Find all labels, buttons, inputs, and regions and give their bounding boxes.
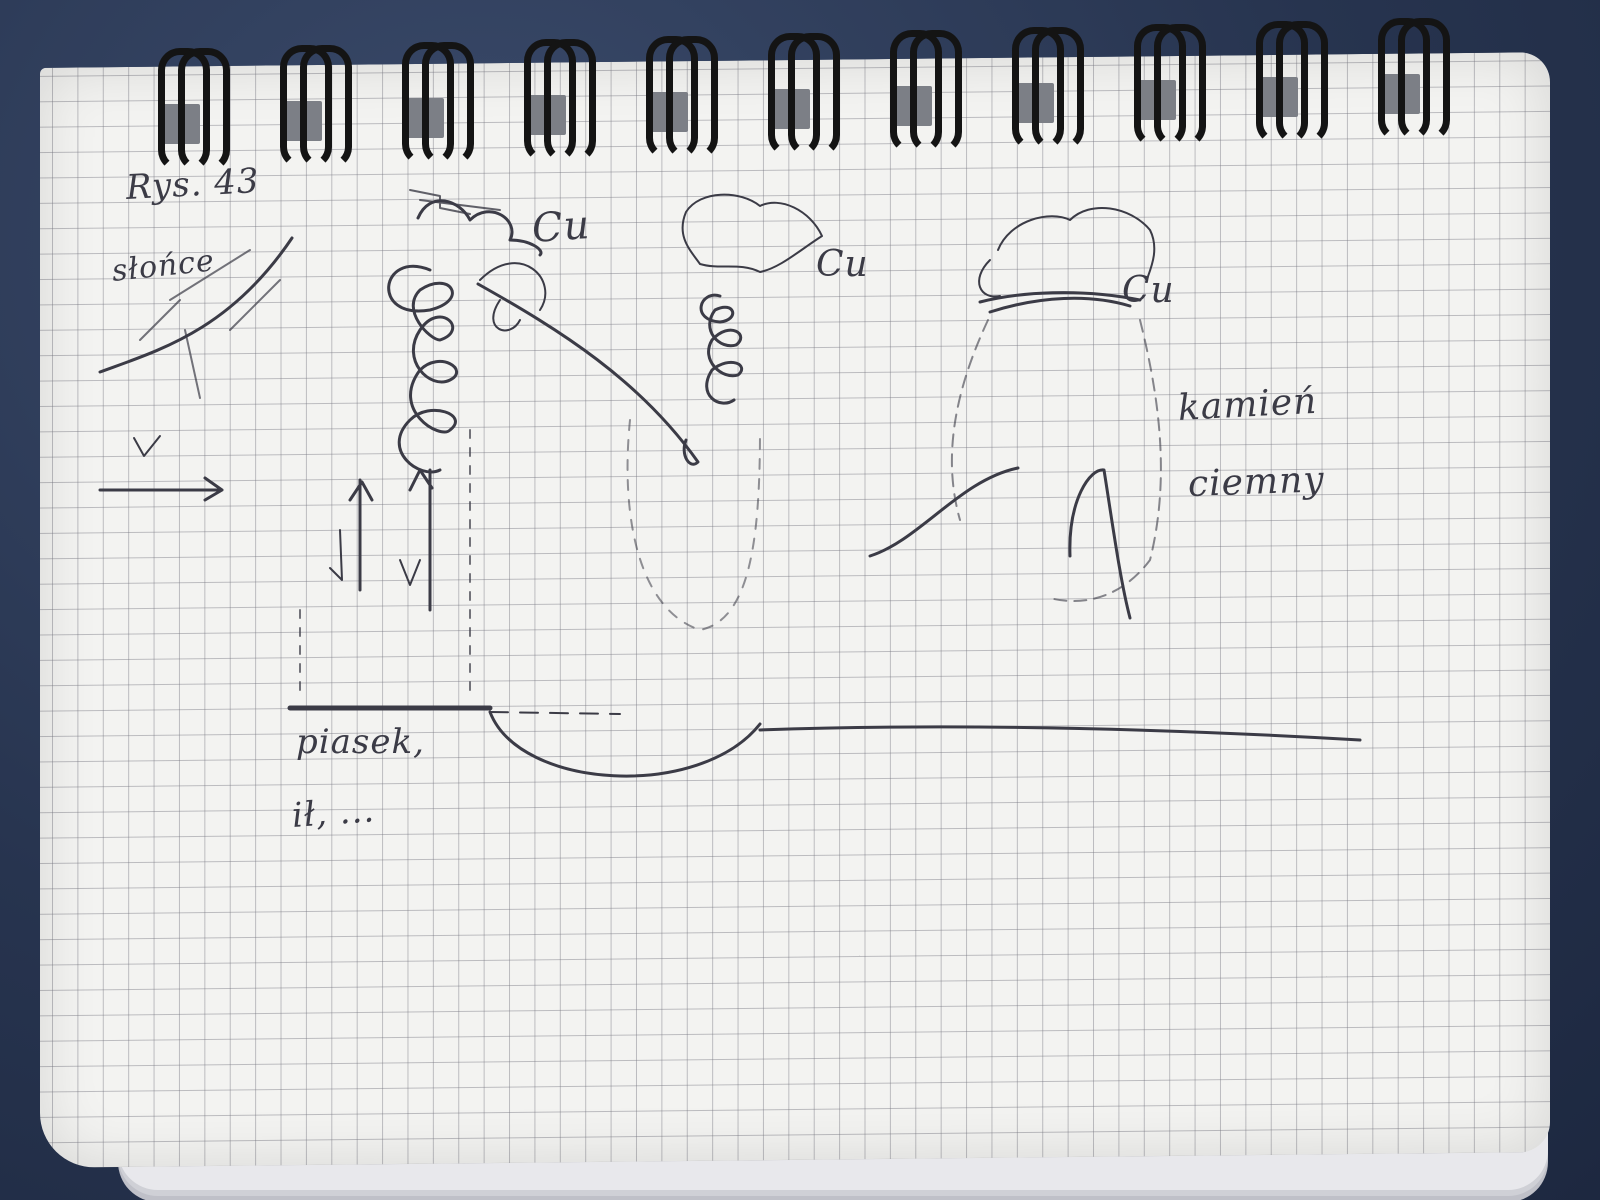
sand-label-line1: piasek, <box>296 722 425 762</box>
spiral-ring <box>910 30 962 154</box>
notebook-page <box>40 52 1550 1168</box>
rock-label-line1: kamień <box>1176 380 1319 429</box>
cumulus-label-1: Cu <box>530 201 592 252</box>
cumulus-label-2: Cu <box>816 244 869 285</box>
spiral-ring <box>422 42 474 166</box>
spiral-ring <box>788 33 840 157</box>
spiral-ring <box>890 30 942 154</box>
spiral-ring <box>402 42 454 166</box>
spiral-ring <box>178 48 230 172</box>
spiral-ring <box>544 39 596 163</box>
spiral-ring <box>524 39 576 163</box>
spiral-ring <box>768 33 820 157</box>
spiral-ring <box>1378 18 1430 142</box>
spiral-ring <box>158 48 210 172</box>
spiral-ring <box>1276 21 1328 145</box>
spiral-ring <box>1012 27 1064 151</box>
spiral-ring <box>1032 27 1084 151</box>
spiral-ring <box>1256 21 1308 145</box>
spiral-ring <box>1154 24 1206 148</box>
spiral-ring <box>1134 24 1186 148</box>
spiral-ring <box>300 45 352 169</box>
spiral-ring <box>646 36 698 160</box>
spiral-ring <box>1398 18 1450 142</box>
sand-label-line2: ił, ... <box>290 790 377 836</box>
figure-label: Rys. 43 <box>124 161 261 208</box>
rock-label-line2: ciemny <box>1187 459 1326 505</box>
spiral-ring <box>666 36 718 160</box>
cumulus-label-3: Cu <box>1122 270 1175 311</box>
spiral-ring <box>280 45 332 169</box>
